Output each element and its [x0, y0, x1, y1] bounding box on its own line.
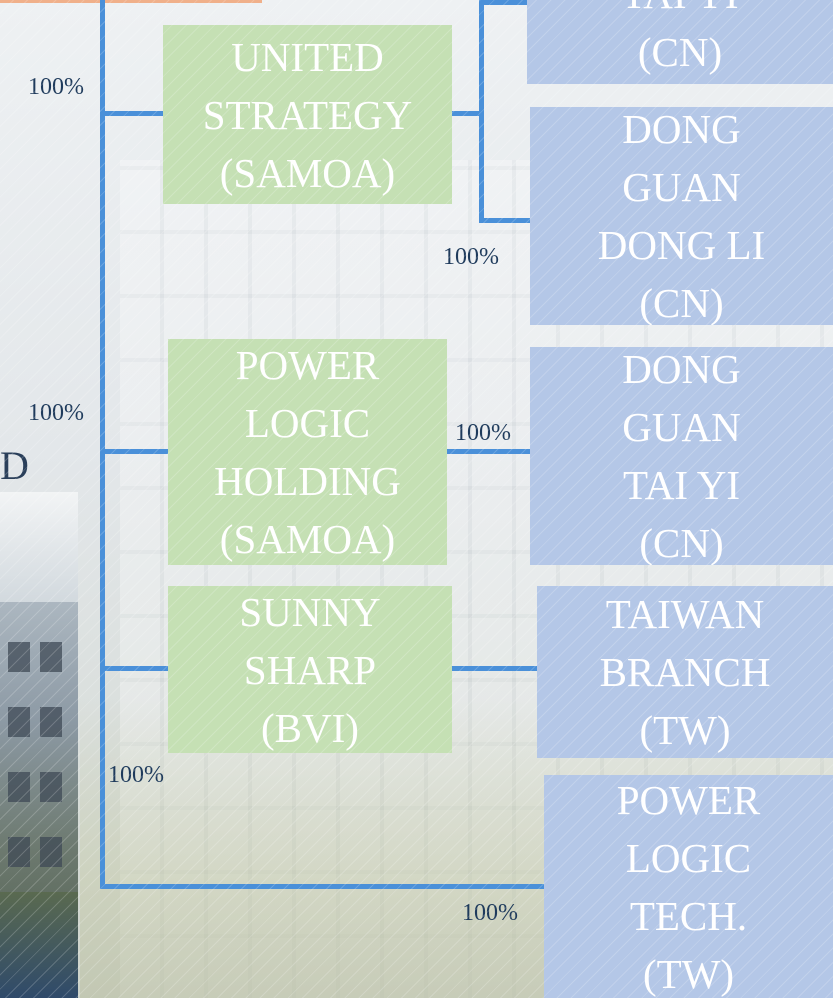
box-united-strategy: UNITED STRATEGY (SAMOA): [163, 25, 452, 204]
main-trunk-line: [100, 0, 105, 889]
header-letter: D: [0, 443, 29, 488]
connector-sunny-to-taiwan-branch: [452, 666, 539, 671]
box-dong-guan-dong-li: DONG GUAN DONG LI (CN): [530, 107, 833, 325]
connector-branch-tai-yi: [479, 0, 529, 5]
box-power-logic-holding: POWER LOGIC HOLDING (SAMOA): [168, 339, 447, 565]
branch-vertical-line: [479, 0, 484, 223]
connector-power-logic-tech: [100, 884, 546, 889]
connector-holding-to-dong-guan-tai-yi: [446, 449, 532, 454]
connector-branch-dong-li: [479, 218, 531, 223]
ownership-label-dong-li: 100%: [443, 244, 499, 270]
ownership-label-power-logic-holding: 100%: [28, 400, 84, 426]
connector-power-logic-holding: [103, 449, 169, 454]
connector-united-strategy: [103, 111, 165, 116]
box-tai-yi-top: TAI YI (CN): [527, 0, 833, 84]
connector-united-to-branch: [452, 111, 483, 116]
box-taiwan-branch: TAIWAN BRANCH (TW): [537, 586, 833, 758]
box-dong-guan-tai-yi: DONG GUAN TAI YI (CN): [530, 347, 833, 565]
top-accent-bar: [0, 0, 262, 3]
ownership-label-united-strategy: 100%: [28, 74, 84, 100]
building-photo: [0, 492, 78, 998]
ownership-label-power-logic-tech: 100%: [462, 900, 518, 926]
box-power-logic-tech: POWER LOGIC TECH. (TW): [544, 775, 833, 998]
ownership-label-sunny-sharp: 100%: [108, 762, 164, 788]
box-sunny-sharp: SUNNY SHARP (BVI): [168, 586, 452, 753]
connector-sunny-sharp: [103, 666, 169, 671]
ownership-label-dong-guan-tai-yi: 100%: [455, 420, 511, 446]
